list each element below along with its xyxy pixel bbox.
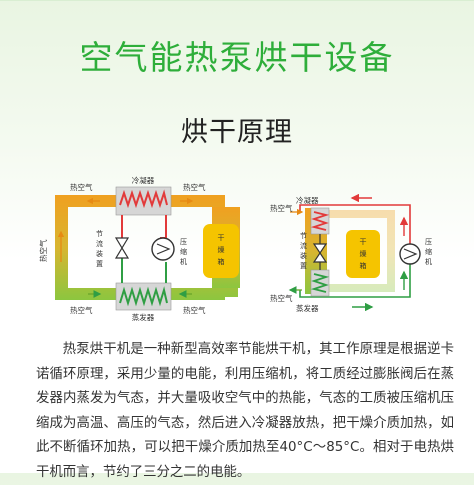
right-hot-air-top: 热空气 bbox=[270, 203, 293, 213]
top-divider bbox=[0, 0, 474, 1]
right-compressor-label: 压 缩 机 bbox=[425, 238, 432, 266]
left-throttle-valve bbox=[114, 237, 130, 259]
right-drying-box-label: 干 燥 箱 bbox=[360, 238, 367, 270]
right-hot-air-bottom: 热空气 bbox=[270, 293, 293, 303]
left-hot-air-bottom-left: 热空气 bbox=[70, 305, 93, 315]
left-hot-air-top-right: 热空气 bbox=[183, 182, 206, 192]
right-condenser-label: 冷凝器 bbox=[296, 195, 319, 205]
right-evaporator-coil bbox=[310, 273, 330, 293]
svg-text:箱: 箱 bbox=[360, 261, 367, 270]
svg-text:燥: 燥 bbox=[218, 245, 225, 254]
left-air-duct bbox=[55, 195, 238, 300]
svg-text:置: 置 bbox=[300, 262, 307, 270]
svg-text:装: 装 bbox=[300, 251, 307, 260]
svg-text:置: 置 bbox=[96, 260, 103, 268]
svg-text:流: 流 bbox=[300, 241, 307, 250]
right-hot-loop bbox=[299, 204, 411, 245]
right-evaporator-label: 蒸发器 bbox=[296, 303, 319, 313]
svg-text:机: 机 bbox=[180, 257, 187, 266]
left-cold-pipe bbox=[121, 258, 167, 283]
left-hot-pipe bbox=[121, 215, 167, 240]
right-diagram bbox=[288, 193, 421, 312]
left-compressor-label: 压 缩 机 bbox=[180, 238, 187, 266]
right-drying-box bbox=[346, 230, 380, 278]
left-hot-air-side: 热空气 bbox=[38, 239, 48, 262]
svg-text:缩: 缩 bbox=[180, 247, 187, 256]
left-throttle-label: 节 流 装 置 bbox=[96, 230, 103, 268]
right-throttle-label: 节 流 装 置 bbox=[300, 232, 307, 270]
svg-text:干: 干 bbox=[218, 234, 225, 242]
left-diagram bbox=[55, 186, 240, 311]
page-title: 空气能热泵烘干设备 bbox=[79, 38, 395, 77]
left-evaporator-label: 蒸发器 bbox=[132, 312, 155, 322]
left-compressor-symbol bbox=[156, 243, 171, 255]
svg-text:压: 压 bbox=[425, 238, 432, 246]
right-condenser-coil bbox=[310, 211, 330, 231]
svg-text:节: 节 bbox=[96, 230, 103, 238]
svg-text:装: 装 bbox=[96, 249, 103, 258]
drying-principle-diagram: 冷凝器 蒸发器 热空气 热空气 热空气 热空气 热空气 节 流 装 置 压 缩 … bbox=[38, 175, 432, 322]
right-throttle-valve bbox=[312, 243, 328, 263]
right-compressor-symbol bbox=[403, 248, 418, 260]
left-evaporator-coil bbox=[119, 286, 168, 307]
page-subtitle: 烘干原理 bbox=[181, 117, 293, 148]
svg-text:干: 干 bbox=[360, 238, 367, 246]
svg-text:缩: 缩 bbox=[425, 247, 432, 256]
svg-text:节: 节 bbox=[300, 232, 307, 240]
left-condenser-label: 冷凝器 bbox=[132, 175, 155, 185]
svg-text:燥: 燥 bbox=[360, 249, 367, 258]
svg-text:流: 流 bbox=[96, 239, 103, 248]
description-paragraph: 热泵烘干机是一种新型高效率节能烘干机，其工作原理是根据逆卡诺循环原理，采用少量的… bbox=[36, 342, 454, 480]
left-hot-air-top-left: 热空气 bbox=[70, 182, 93, 192]
left-drying-box bbox=[203, 224, 239, 278]
right-cold-loop bbox=[299, 262, 411, 298]
svg-text:机: 机 bbox=[425, 257, 432, 266]
svg-text:压: 压 bbox=[180, 238, 187, 246]
svg-text:箱: 箱 bbox=[218, 257, 225, 266]
left-condenser-coil bbox=[119, 189, 168, 209]
left-drying-box-label: 干 燥 箱 bbox=[218, 234, 225, 266]
left-compressor bbox=[151, 237, 175, 261]
left-hot-air-bottom-right: 热空气 bbox=[183, 305, 206, 315]
